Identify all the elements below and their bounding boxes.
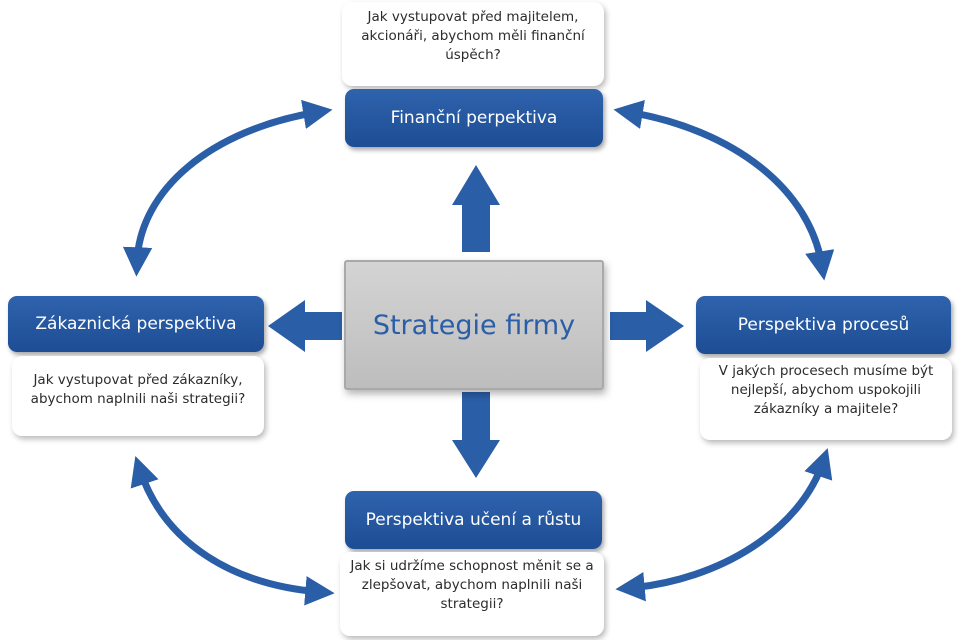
customer-perspective-title: Zákaznická perspektiva bbox=[35, 314, 237, 334]
learning-question-box: Jak si udržíme schopnost měnit se a zlep… bbox=[340, 552, 604, 636]
strategy-center-box: Strategie firmy bbox=[344, 260, 604, 390]
financial-question-line-2: akcionáři, abychom měli finanční bbox=[361, 28, 585, 44]
strategy-center-label: Strategie firmy bbox=[372, 309, 576, 341]
process-question-line-2: nejlepší, abychom uspokojili bbox=[730, 382, 922, 398]
learning-question-line-3: strategii? bbox=[440, 596, 504, 612]
financial-question-line-3: úspěch? bbox=[445, 47, 501, 63]
customer-question-line-1: Jak vystupovat před zákazníky, bbox=[33, 372, 243, 388]
process-question-line-1: V jakých procesech musíme být bbox=[718, 363, 934, 379]
process-perspective-box: Perspektiva procesů bbox=[696, 296, 951, 354]
financial-question-box: Jak vystupovat před majitelem, akcionáři… bbox=[342, 2, 604, 86]
learning-perspective-title: Perspektiva učení a růstu bbox=[365, 510, 582, 530]
customer-perspective-box: Zákaznická perspektiva bbox=[8, 296, 264, 352]
learning-perspective-box: Perspektiva učení a růstu bbox=[345, 491, 602, 549]
process-perspective-title: Perspektiva procesů bbox=[737, 315, 910, 335]
block-arrow-left bbox=[268, 300, 342, 352]
curved-arrow-bottom-left bbox=[130, 456, 335, 606]
financial-perspective-box: Finanční perpektiva bbox=[345, 89, 603, 147]
customer-question-line-2: abychom naplnili naši strategii? bbox=[30, 391, 246, 407]
process-question-box: V jakých procesech musíme být nejlepší, … bbox=[700, 358, 952, 440]
block-arrow-up bbox=[452, 165, 500, 252]
process-question-line-3: zákazníky a majitele? bbox=[753, 401, 899, 417]
financial-question-line-1: Jak vystupovat před majitelem, bbox=[367, 9, 579, 25]
learning-question-line-2: zlepšovat, abychom naplnili naši bbox=[361, 577, 583, 593]
curved-arrow-top-right bbox=[613, 99, 835, 281]
block-arrow-right bbox=[610, 300, 684, 352]
block-arrow-down bbox=[452, 392, 500, 478]
financial-perspective-title: Finanční perpektiva bbox=[390, 108, 558, 128]
curved-arrow-top-left bbox=[122, 99, 333, 277]
customer-question-box: Jak vystupovat před zákazníky, abychom n… bbox=[12, 356, 264, 436]
learning-question-line-1: Jak si udržíme schopnost měnit se a bbox=[350, 558, 594, 574]
curved-arrow-bottom-right bbox=[615, 448, 833, 602]
